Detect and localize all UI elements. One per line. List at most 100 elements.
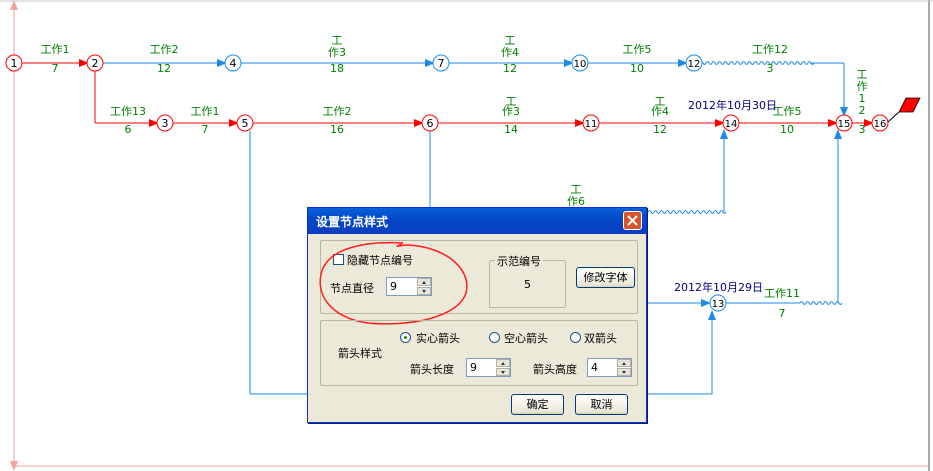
node-3[interactable]: 3 [156, 114, 174, 132]
node-2-number: 2 [92, 57, 99, 70]
edge-label-4-7-a: 工 [332, 34, 343, 47]
node-diameter-up-button[interactable] [417, 278, 431, 286]
node-11[interactable]: 11 [582, 114, 600, 132]
edge-12-15[interactable] [693, 61, 848, 117]
node-1[interactable]: 1 [5, 54, 23, 72]
edge-duration-14-15: 10 [780, 123, 794, 136]
edge-label-12-15: 工作12 [752, 43, 788, 56]
close-icon [627, 215, 638, 226]
sample-number-value: 5 [524, 278, 531, 291]
edge-duration-4-7: 18 [330, 62, 344, 75]
node-16[interactable]: 16 [871, 114, 889, 132]
node-diameter-input[interactable] [388, 279, 412, 294]
edge-label-10-12: 工作5 [623, 43, 652, 56]
edge-label-15-16-3: 2 [859, 104, 866, 117]
arrow-height-input[interactable] [589, 360, 613, 375]
arrow-solid-label: 实心箭头 [416, 332, 460, 345]
node-diameter-stepper[interactable] [386, 277, 432, 296]
date-label-node13: 2012年10月29日 [674, 280, 763, 294]
arrow-double-label: 双箭头 [584, 332, 617, 345]
end-flag-icon [887, 97, 921, 123]
node-7-number: 7 [438, 57, 445, 70]
edge-duration-11-14: 12 [653, 123, 667, 136]
edge-label-3-5: 工作1 [191, 105, 220, 118]
edge-duration-7-10: 12 [503, 62, 517, 75]
edge-label-5-6: 工作2 [323, 105, 352, 118]
edge-duration-12-15: 3 [767, 62, 774, 75]
arrow-hollow-radio[interactable] [489, 332, 500, 343]
node-15[interactable]: 15 [835, 114, 853, 132]
node-2[interactable]: 2 [86, 54, 104, 72]
edge-label-6-11-b: 作3 [502, 105, 520, 118]
arrow-length-up-button[interactable] [496, 359, 510, 367]
node-6[interactable]: 6 [421, 114, 439, 132]
edge-label-7-10-a: 工 [505, 34, 516, 47]
arrow-length-down-button[interactable] [496, 368, 510, 376]
node-1-number: 1 [11, 57, 18, 70]
arrow-length-label: 箭头长度 [410, 363, 454, 376]
edge-label-2-4: 工作2 [150, 43, 179, 56]
arrow-height-down-button[interactable] [617, 368, 631, 376]
dialog-title: 设置节点样式 [316, 215, 389, 229]
sample-number-group-title: 示范编号 [495, 253, 543, 269]
edge-label-11-14-a: 工 [655, 95, 666, 108]
cancel-button[interactable]: 取消 [575, 394, 628, 415]
edge-label-6-14-b: 作6 [567, 195, 585, 208]
edge-label-14-15: 工作5 [773, 105, 802, 118]
arrow-height-stepper[interactable] [587, 358, 632, 377]
edge-label-1-2: 工作1 [41, 43, 70, 56]
edge-duration-5-6: 16 [330, 123, 344, 136]
node-4[interactable]: 4 [224, 54, 242, 72]
node-11-number: 11 [585, 119, 598, 130]
dialog-titlebar[interactable]: 设置节点样式 [308, 208, 646, 234]
modify-font-button[interactable]: 修改字体 [576, 267, 635, 288]
arrow-settings-group [320, 320, 638, 386]
edge-2-3[interactable] [94, 63, 159, 127]
chevron-up-icon [422, 281, 426, 284]
node-diameter-down-button[interactable] [417, 287, 431, 295]
edge-duration-1-2: 7 [52, 62, 59, 75]
arrow-solid-radio[interactable] [400, 332, 411, 343]
node-12-number: 12 [688, 59, 701, 70]
node-5[interactable]: 5 [236, 114, 254, 132]
node-15-number: 15 [838, 119, 851, 130]
edge-duration-2-4: 12 [157, 62, 171, 75]
close-button[interactable] [623, 211, 642, 230]
date-label-node14: 2012年10月30日 [688, 98, 777, 112]
node-6-number: 6 [427, 117, 434, 130]
edge-duration-10-12: 10 [630, 62, 644, 75]
chevron-down-icon [622, 371, 626, 374]
arrow-hollow-label: 空心箭头 [504, 332, 548, 345]
edge-label-13-15: 工作11 [764, 287, 800, 300]
edge-label-15-16-2: 1 [859, 92, 866, 105]
node-13[interactable]: 13 [709, 294, 727, 312]
edge-duration-15-16: 3 [859, 123, 866, 136]
node-3-number: 3 [162, 117, 169, 130]
chevron-down-icon [501, 371, 505, 374]
edge-label-15-16-0: 工 [857, 68, 868, 81]
node-14[interactable]: 14 [722, 114, 740, 132]
arrow-length-stepper[interactable] [466, 358, 511, 377]
arrow-length-input[interactable] [468, 360, 492, 375]
edge-label-15-16-1: 作 [857, 80, 868, 93]
node-12[interactable]: 12 [685, 54, 703, 72]
ok-button[interactable]: 确定 [511, 394, 564, 415]
edge-duration-2-3: 6 [125, 123, 132, 136]
arrow-double-radio[interactable] [570, 332, 581, 343]
node-10[interactable]: 10 [571, 54, 589, 72]
edge-label-6-14-a: 工 [571, 183, 582, 196]
edge-label-7-10-b: 作4 [501, 46, 519, 59]
hide-node-number-checkbox[interactable] [333, 254, 344, 265]
edge-label-11-14-b: 作4 [651, 105, 669, 118]
node-style-dialog: 设置节点样式 隐藏节点编号 节点直径 示范编号 5 修改字体 箭头样式 实心箭头 [307, 207, 647, 423]
arrow-height-up-button[interactable] [617, 359, 631, 367]
node-diameter-label: 节点直径 [330, 282, 374, 295]
arrow-style-label: 箭头样式 [338, 347, 382, 360]
edge-label-4-7-b: 作3 [328, 46, 346, 59]
edge-13-15[interactable] [718, 129, 843, 305]
node-7[interactable]: 7 [432, 54, 450, 72]
node-14-number: 14 [725, 119, 738, 130]
node-13-number: 13 [712, 299, 725, 310]
edge-label-2-3: 工作13 [110, 105, 146, 118]
